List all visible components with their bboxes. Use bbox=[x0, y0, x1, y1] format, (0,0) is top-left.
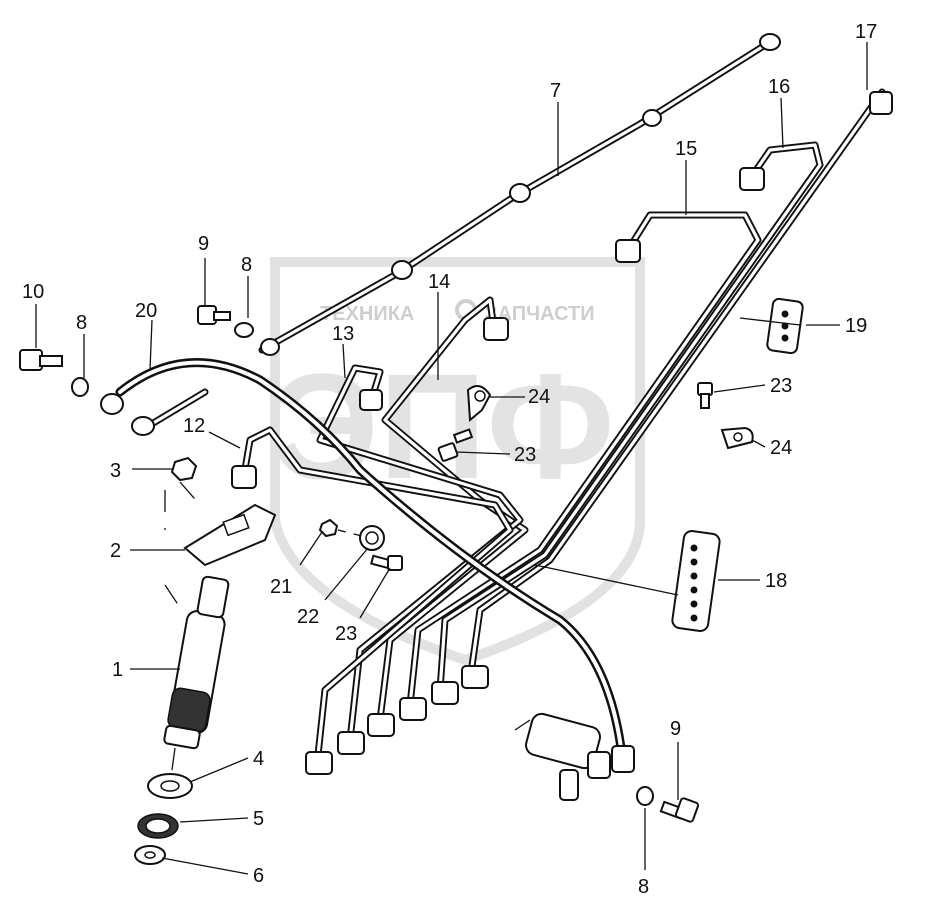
callout-1: 1 bbox=[112, 659, 123, 681]
watermark: ЭПФ ТЕХНИКА ЗАПЧАСТИ bbox=[270, 257, 645, 666]
callout-labels: 1 2 3 4 5 6 7 8 8 8 9 9 10 12 13 14 15 1… bbox=[22, 21, 877, 898]
callout-20: 20 bbox=[135, 300, 157, 322]
callout-17: 17 bbox=[855, 21, 877, 43]
clamps bbox=[318, 297, 804, 632]
callout-8-bottom: 8 bbox=[638, 876, 649, 898]
callout-18: 18 bbox=[765, 570, 787, 592]
callout-6: 6 bbox=[253, 865, 264, 887]
injector-pipe-bundle bbox=[231, 88, 893, 775]
callout-15: 15 bbox=[675, 138, 697, 160]
callout-3: 3 bbox=[110, 460, 121, 482]
callout-24-middle: 24 bbox=[528, 386, 550, 408]
fuel-filter-fitting bbox=[514, 712, 611, 801]
callout-10: 10 bbox=[22, 281, 44, 303]
leader-lines bbox=[35, 42, 868, 875]
callout-19: 19 bbox=[845, 315, 867, 337]
callout-24-right: 24 bbox=[770, 437, 792, 459]
callout-2: 2 bbox=[110, 540, 121, 562]
callout-14: 14 bbox=[428, 271, 450, 293]
callout-16: 16 bbox=[768, 76, 790, 98]
injector-assembly bbox=[134, 456, 277, 865]
callout-9-top: 9 bbox=[198, 233, 209, 255]
callout-12: 12 bbox=[183, 415, 205, 437]
callout-8-left: 8 bbox=[76, 312, 87, 334]
callout-13: 13 bbox=[332, 323, 354, 345]
callout-4: 4 bbox=[253, 748, 264, 770]
watermark-right-text: ЗАПЧАСТИ bbox=[485, 303, 595, 325]
callout-9-bottom: 9 bbox=[670, 718, 681, 740]
callout-7: 7 bbox=[550, 80, 561, 102]
banjo-bolts bbox=[19, 305, 700, 823]
callout-21: 21 bbox=[270, 576, 292, 598]
callout-23-middle: 23 bbox=[514, 444, 536, 466]
callout-23-right: 23 bbox=[770, 375, 792, 397]
fuel-hose-20 bbox=[100, 358, 635, 773]
callout-22: 22 bbox=[297, 606, 319, 628]
callout-23-bottom: 23 bbox=[335, 623, 357, 645]
return-line-7 bbox=[258, 33, 781, 356]
watermark-left-text: ТЕХНИКА bbox=[320, 303, 414, 325]
callout-5: 5 bbox=[253, 808, 264, 830]
callout-8-top: 8 bbox=[241, 254, 252, 276]
